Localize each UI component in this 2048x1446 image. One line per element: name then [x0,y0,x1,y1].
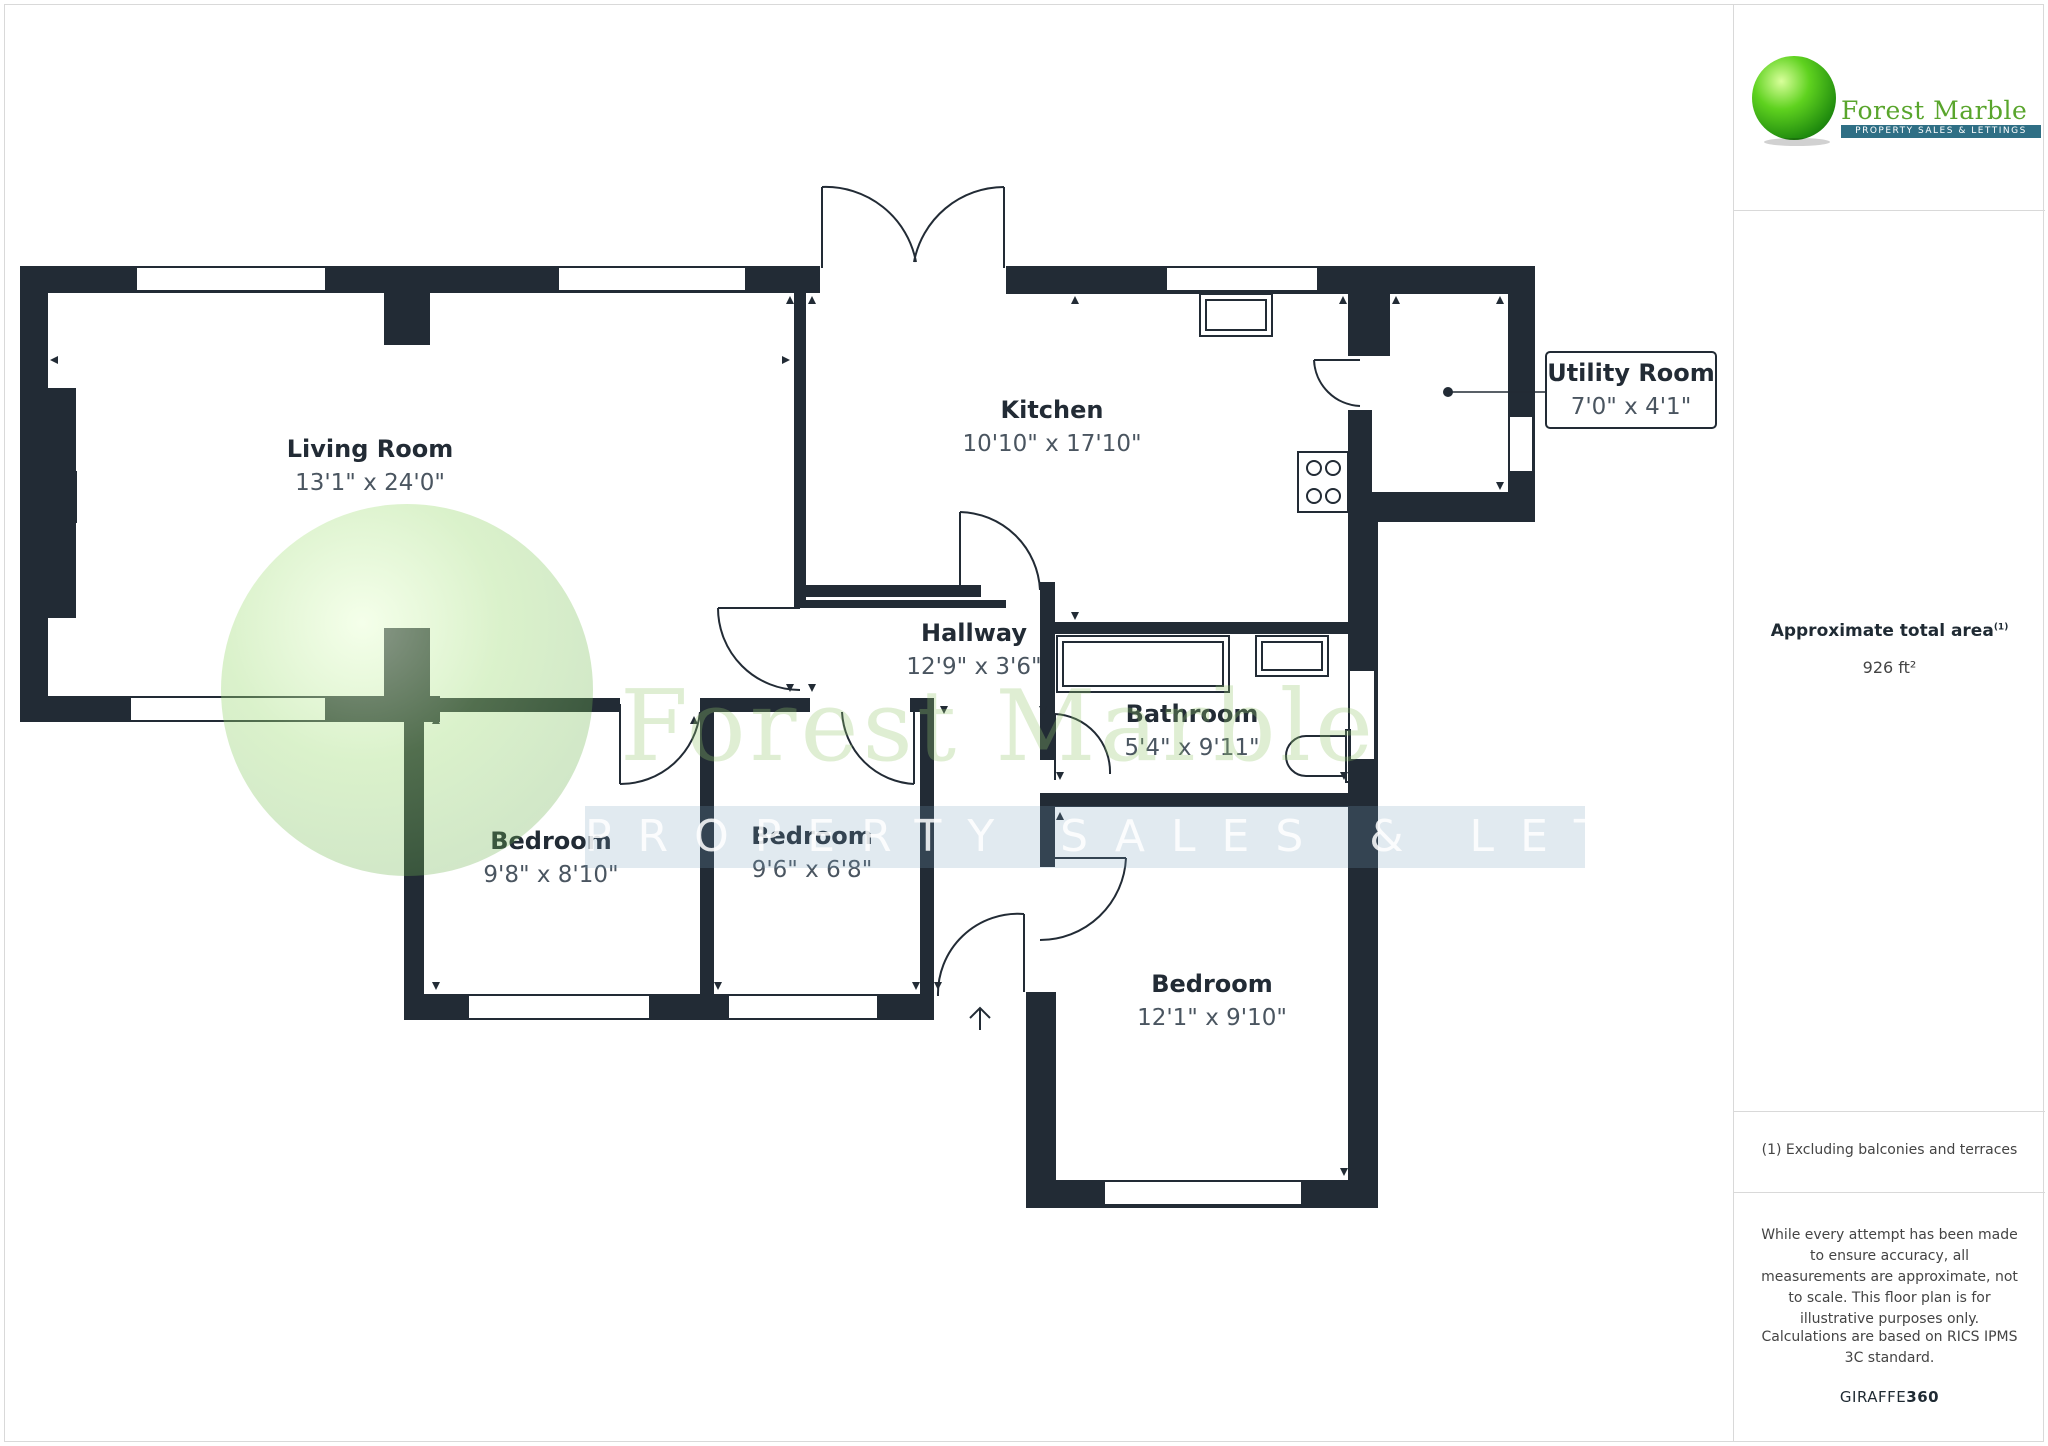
area-section: Approximate total area(1) 926 ft² [1734,211,2045,1112]
disclaimer-text: While every attempt has been made to ens… [1761,1227,2018,1327]
area-value: 926 ft² [1862,658,1917,677]
logo-section: Forest Marble PROPERTY SALES & LETTINGS [1734,4,2045,211]
bathroom-name: Bathroom [1126,700,1259,728]
brand-bold: 360 [1906,1388,1940,1406]
hallway-dims: 12'9" x 3'6" [906,654,1041,680]
utility-room-dims: 7'0" x 4'1" [1571,394,1692,420]
bedroom-1-dims: 9'8" x 8'10" [483,862,618,888]
area-title-text: Approximate total area [1770,621,1994,641]
fixtures [35,293,1546,1030]
watermark-logo-ball [221,504,593,876]
living-room-name: Living Room [287,435,453,463]
bedroom-3-dims: 12'1" x 9'10" [1137,1005,1287,1031]
kitchen-dims: 10'10" x 17'10" [962,431,1141,457]
logo-shadow [1764,138,1830,146]
bathroom-dims: 5'4" x 9'11" [1124,735,1259,761]
watermark-tagline: PROPERTY SALES & LETTINGS [585,806,1865,868]
utility-label-box [1545,351,1717,429]
floor-plan-page [4,4,2044,1442]
doors [619,185,1361,997]
side-panel: Forest Marble PROPERTY SALES & LETTINGS … [1733,4,2045,1442]
area-title: Approximate total area(1) [1734,621,2045,641]
floor-plan: Living Room 13'1" x 24'0" Kitchen 10'10"… [20,185,1717,1208]
windows [129,266,1534,1206]
disclaimer-section: While every attempt has been made to ens… [1734,1193,2045,1442]
measure-markers [50,296,1504,1176]
bedroom-2-name: Bedroom [751,822,873,850]
room-labels: Living Room 13'1" x 24'0" Kitchen 10'10"… [287,359,1715,1031]
area-footnote-mark: (1) [1993,622,2009,633]
bedroom-3-name: Bedroom [1151,970,1273,998]
footnote-text: (1) Excluding balconies and terraces [1761,1142,2018,1158]
logo-company-name: Forest Marble [1841,96,2028,125]
note-section: (1) Excluding balconies and terraces [1734,1112,2045,1193]
logo-tagline: PROPERTY SALES & LETTINGS [1841,125,2041,138]
living-room-dims: 13'1" x 24'0" [295,470,445,496]
kitchen-name: Kitchen [1001,396,1104,424]
bedroom-2-dims: 9'6" x 6'8" [752,857,873,883]
utility-room-name: Utility Room [1547,359,1715,387]
brand-mark: GIRAFFE360 [1734,1388,2045,1406]
brand-light: GIRAFFE [1839,1388,1907,1406]
hallway-name: Hallway [921,619,1027,647]
logo-ball-icon [1752,56,1836,140]
watermark-company-name: Forest Marble [620,670,1377,784]
calculation-text: Calculations are based on RICS IPMS 3C s… [1761,1329,2018,1366]
